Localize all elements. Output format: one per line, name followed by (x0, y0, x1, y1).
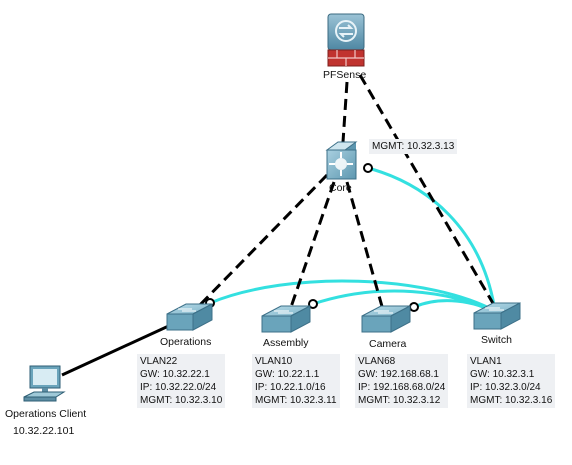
note-line: GW: 192.168.68.1 (358, 369, 439, 380)
multilayer-switch-icon[interactable] (325, 141, 358, 180)
note-line: MGMT: 10.32.3.10 (140, 395, 223, 406)
client-ip: 10.32.22.101 (13, 425, 75, 437)
note-line: VLAN1 (470, 356, 502, 367)
link-operations-client[interactable] (61, 316, 187, 377)
note-line: VLAN10 (255, 356, 293, 367)
switch-icon-camera[interactable] (361, 305, 411, 333)
note-line: MGMT: 10.32.3.16 (470, 395, 553, 406)
note-line: GW: 10.32.22.1 (140, 369, 210, 380)
core-note: MGMT: 10.32.3.13 (369, 139, 458, 154)
note-line: IP: 192.168.68.0/24 (358, 382, 446, 393)
port-dot (308, 299, 318, 309)
switch-icon-assembly[interactable] (261, 305, 311, 333)
note-line: IP: 10.32.3.0/24 (470, 382, 541, 393)
pfsense-label: PFSense (323, 69, 367, 81)
link-pfsense-core[interactable] (341, 81, 349, 143)
link-core-operations[interactable] (193, 173, 329, 312)
link-core-camera[interactable] (345, 181, 385, 311)
note-line: MGMT: 10.32.3.12 (358, 395, 441, 406)
note-line: IP: 10.32.22.0/24 (140, 382, 217, 393)
core-label: Core (329, 182, 352, 194)
note-line: VLAN22 (140, 356, 178, 367)
firewall-icon[interactable] (327, 13, 365, 67)
camera-note: VLAN68 GW: 192.168.68.1 IP: 192.168.68.0… (355, 354, 449, 408)
note-line: VLAN68 (358, 356, 396, 367)
operations-label: Operations (160, 336, 212, 348)
link-core-assembly[interactable] (288, 181, 336, 311)
assembly-label: Assembly (263, 337, 309, 349)
client-label: Operations Client (5, 408, 87, 420)
switch-note: VLAN1 GW: 10.32.3.1 IP: 10.32.3.0/24 MGM… (467, 354, 556, 408)
note-line: IP: 10.22.1.0/16 (255, 382, 326, 393)
switch-label: Switch (481, 334, 512, 346)
link-operations-switch[interactable] (209, 279, 498, 314)
stack-links (209, 166, 498, 316)
pc-icon[interactable] (23, 365, 66, 402)
operations-note: VLAN22 GW: 10.32.22.1 IP: 10.32.22.0/24 … (137, 354, 226, 408)
trunk-links (193, 74, 496, 312)
assembly-note: VLAN10 GW: 10.22.1.1 IP: 10.22.1.0/16 MG… (252, 354, 340, 408)
link-core-switch[interactable] (367, 166, 496, 306)
link-pfsense-switch[interactable] (358, 74, 496, 306)
note-line: GW: 10.22.1.1 (255, 369, 320, 380)
note-line: MGMT: 10.32.3.11 (255, 395, 337, 406)
port-markers (205, 163, 419, 312)
camera-label: Camera (369, 338, 407, 350)
port-dot (363, 163, 373, 173)
port-dot (409, 302, 419, 312)
switch-icon-switch[interactable] (473, 302, 521, 330)
switch-icon-operations[interactable] (166, 303, 213, 331)
note-line: GW: 10.32.3.1 (470, 369, 535, 380)
note-line: MGMT: 10.32.3.13 (372, 141, 455, 152)
